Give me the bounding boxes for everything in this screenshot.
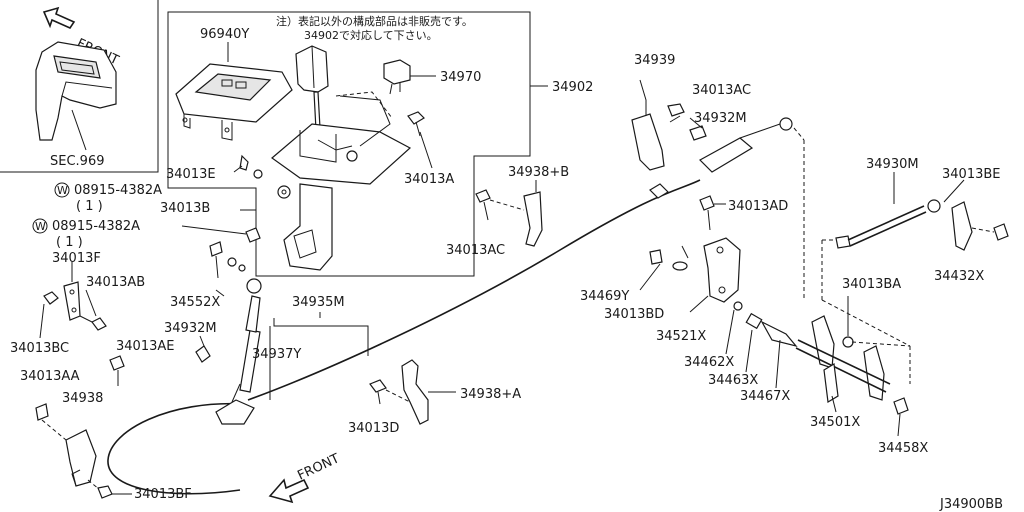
washer-symbol-2: W — [32, 218, 48, 234]
part-34013bc-label: 34013BC — [10, 341, 69, 356]
qty-label-2: ( 1 ) — [56, 235, 83, 250]
shift-lever — [271, 45, 412, 271]
inset-console: FRONT SEC.969 — [0, 0, 159, 173]
switch-34970: 34970 — [383, 59, 481, 95]
part-34501x-label: 34501X — [810, 415, 860, 430]
rod-34930m-group — [821, 172, 1009, 347]
part-34013ac-mid-label: 34013AC — [446, 243, 505, 258]
part-34902-label: 34902 — [552, 80, 593, 95]
sec969-label: SEC.969 — [50, 154, 105, 169]
part-34462x-label: 34462X — [684, 355, 734, 370]
part-34939-label: 34939 — [634, 53, 675, 68]
part-34935m-label: 34935M — [292, 295, 345, 310]
washer-symbol-1: W — [54, 182, 70, 198]
part-34013aa-label: 34013AA — [20, 369, 80, 384]
bracket-34013f-group — [39, 262, 107, 339]
part-34013b-label: 34013B — [160, 201, 210, 216]
svg-text:W: W — [35, 220, 46, 233]
part-34013d-label: 34013D — [348, 421, 399, 436]
part-34013ac-top-label: 34013AC — [692, 83, 751, 98]
part-34552x-label: 34552X — [170, 295, 220, 310]
bracket-34938-group — [35, 355, 125, 499]
part-34458x-label: 34458X — [878, 441, 928, 456]
front-arrow-bottom-icon — [268, 478, 310, 504]
part-34013ab-label: 34013AB — [86, 275, 145, 290]
shifter-assembly-box: 注）表記以外の構成部品は非販売です。 34902で対応して下さい。 96940Y — [167, 11, 548, 277]
part-34013ba-label: 34013BA — [842, 277, 901, 292]
cable-assembly — [107, 179, 701, 495]
part-34469y-label: 34469Y — [580, 289, 629, 304]
part-08915-4382a-label-2: 08915-4382A — [52, 219, 140, 234]
part-34932m-top-label: 34932M — [694, 111, 747, 126]
qty-label-1: ( 1 ) — [76, 199, 103, 214]
indicator-panel — [175, 63, 293, 141]
part-34013f-label: 34013F — [52, 251, 101, 266]
note-line2: 34902で対応して下さい。 — [304, 28, 438, 42]
shaft-34501x-group — [795, 296, 911, 415]
note-line1: 注）表記以外の構成部品は非販売です。 — [276, 14, 473, 28]
part-34013bf-label: 34013BF — [134, 487, 192, 502]
part-34013a-label: 34013A — [404, 172, 454, 187]
diagram-id: J34900BB — [939, 497, 1003, 512]
bracket-34938b-group — [475, 180, 543, 247]
bracket-34938a-group — [369, 359, 456, 425]
part-34463x-label: 34463X — [708, 373, 758, 388]
part-34013ae-label: 34013AE — [116, 339, 174, 354]
part-34432x-label: 34432X — [934, 269, 984, 284]
part-34930m-label: 34930M — [866, 157, 919, 172]
part-96940y-label: 96940Y — [200, 27, 249, 42]
part-34938a-label: 34938+A — [460, 387, 521, 402]
part-34013ad-label: 34013AD — [728, 199, 788, 214]
bolt-34013a: 34013A — [404, 111, 454, 187]
part-34938b-label: 34938+B — [508, 165, 569, 180]
part-34937y-label: 34937Y — [252, 347, 301, 362]
part-34013e-label: 34013E — [166, 167, 216, 182]
front-arrow-bottom: FRONT — [268, 451, 342, 504]
part-08915-4382a-label-1: 08915-4382A — [74, 183, 162, 198]
part-34970-label: 34970 — [440, 70, 481, 85]
cable-end-transmission — [631, 79, 805, 300]
part-34013bd-label: 34013BD — [604, 307, 664, 322]
part-34521x-label: 34521X — [656, 329, 706, 344]
part-34013be-label: 34013BE — [942, 167, 1001, 182]
part-34938-label: 34938 — [62, 391, 103, 406]
part-34932m-left-label: 34932M — [164, 321, 217, 336]
svg-text:W: W — [57, 184, 68, 197]
part-34467x-label: 34467X — [740, 389, 790, 404]
front-arrow-icon — [42, 6, 76, 30]
front-label-bottom: FRONT — [295, 451, 342, 483]
bracket-34521x-group — [649, 237, 798, 348]
